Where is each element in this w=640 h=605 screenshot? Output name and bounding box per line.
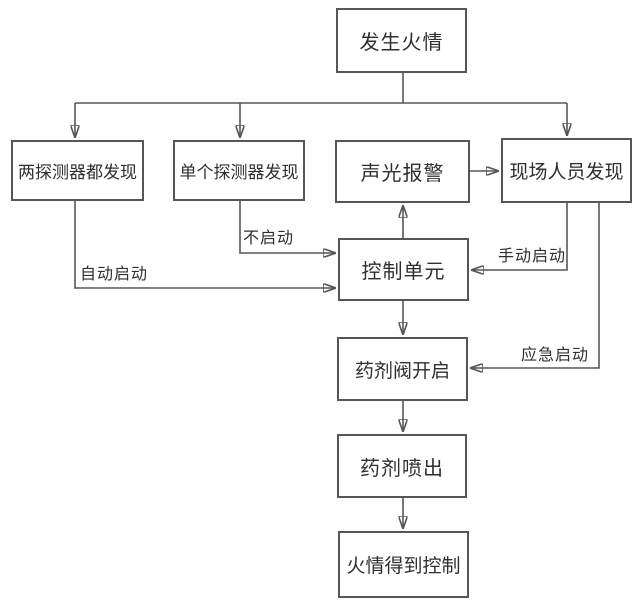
edge-label-auto-start: 自动启动	[80, 266, 149, 283]
node-personnel: 现场人员发现	[501, 138, 632, 203]
node-alarm: 声光报警	[335, 140, 470, 203]
edge-label-no-start: 不启动	[243, 230, 295, 247]
node-valve-open: 药剂阀开启	[337, 337, 468, 401]
edge-single-detector-to-control	[239, 201, 335, 253]
node-both-detectors: 两探测器都发现	[11, 140, 144, 201]
edge-both-detectors-to-control	[74, 201, 335, 288]
node-agent-spray: 药剂喷出	[337, 434, 467, 498]
node-fire-controlled: 火情得到控制	[338, 531, 469, 598]
node-fire-occurs: 发生火情	[336, 8, 467, 73]
node-control-unit: 控制单元	[338, 238, 469, 301]
edge-label-manual-start: 手动启动	[498, 248, 567, 265]
edge-label-emergency-start: 应急启动	[521, 347, 590, 364]
node-single-detector: 单个探测器发现	[173, 140, 305, 201]
edge-personnel-to-valve	[471, 203, 600, 368]
edge-personnel-to-control	[472, 203, 568, 270]
